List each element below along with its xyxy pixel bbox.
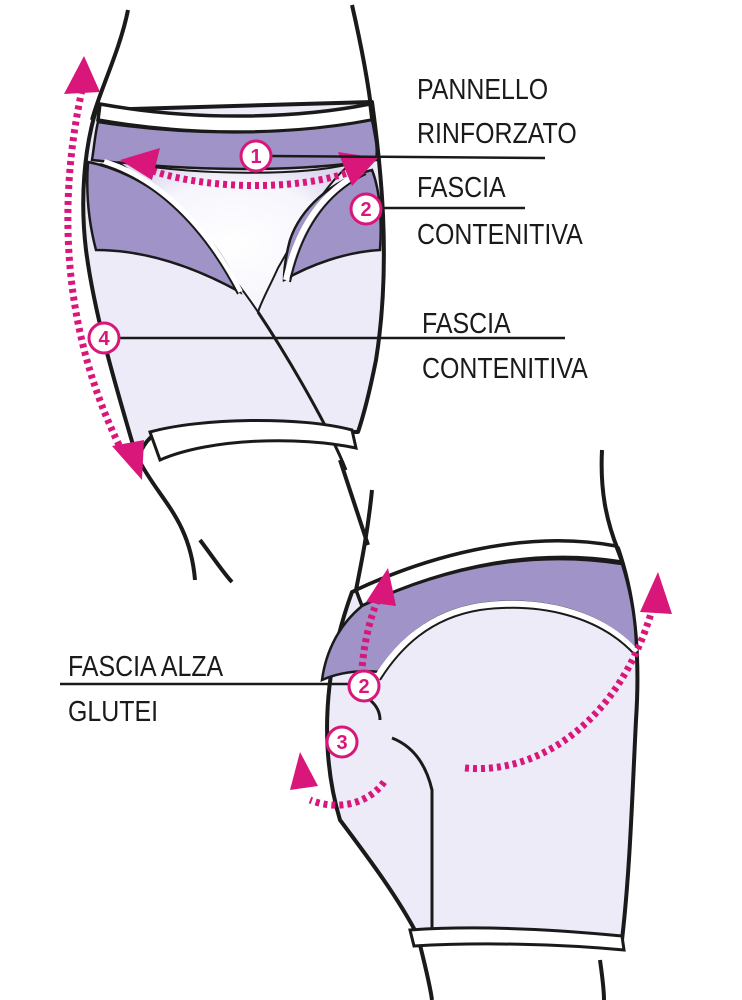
arrowhead-panel-left [120,148,160,180]
arrowhead-side-down [112,440,144,480]
label-fascia-front-line1: FASCIA [417,171,506,203]
front-figure [81,4,386,584]
front-leg-divide [256,311,348,471]
marker-3-back: 3 [325,725,359,759]
label-alza-line2: GLUTEI [68,695,158,727]
arrow-panel-stretch [143,164,357,190]
label-fascia-alza-glutei: FASCIA ALZA GLUTEI [68,650,223,727]
marker-4-side: 4 [87,321,121,355]
arrowhead-glute-up [640,572,672,614]
contour-band-left-edge [99,163,239,295]
arrow-thigh-curve [308,779,387,809]
butt-lift-band-piping [375,600,639,678]
arrowhead-panel-right [338,152,378,186]
marker-2-front: 2 [349,192,383,226]
back-hip-fold [369,698,382,721]
back-figure [320,449,640,1000]
marker-1-front: 1 [239,139,273,173]
label-pannello-line2: RINFORZATO [417,117,577,149]
contour-band-left-piping [103,159,243,294]
arrowheads [64,56,672,790]
front-left-leg-outline [138,461,197,581]
label-fascia-contenitiva-side: FASCIA CONTENITIVA [422,307,588,384]
front-inner-leg-outline [198,538,234,584]
label-pannello-rinforzato: PANNELLO RINFORZATO [417,73,577,149]
arrow-side-vertical [64,89,128,457]
marker-2-back-text: 2 [358,676,369,698]
arrowhead-thigh-up [290,752,318,790]
front-body-right-outline [350,4,374,116]
back-body-right-outline [599,449,620,551]
back-leg-hem [408,926,626,952]
leader-pannello [269,154,546,160]
label-fascia-front-line2: CONTENITIVA [417,218,583,250]
arrowhead-hip-up [366,568,396,606]
leader-lines [60,154,565,686]
marker-4-side-text: 4 [98,328,110,350]
label-fascia-side-line2: CONTENITIVA [422,352,588,384]
front-leg-hem [148,418,358,463]
back-gluteal-divide [391,736,434,930]
label-fascia-contenitiva-front: FASCIA CONTENITIVA [417,171,583,250]
label-alza-line1: FASCIA ALZA [68,650,223,682]
marker-1-front-text: 1 [250,146,261,168]
butt-lift-band-edge [379,606,637,681]
arrowhead-side-up [64,56,100,94]
back-leg-outline-left [418,944,434,1000]
marker-2-back: 2 [347,669,381,703]
marker-2-front-text: 2 [360,199,371,221]
front-right-leg-outline [338,459,370,546]
label-fascia-side-line1: FASCIA [422,307,511,339]
back-leg-outline-right [598,959,606,1000]
front-body-left-outline [90,9,130,121]
label-pannello-line1: PANNELLO [417,73,548,105]
back-body-left-outline [354,489,374,591]
marker-3-back-text: 3 [336,732,347,754]
